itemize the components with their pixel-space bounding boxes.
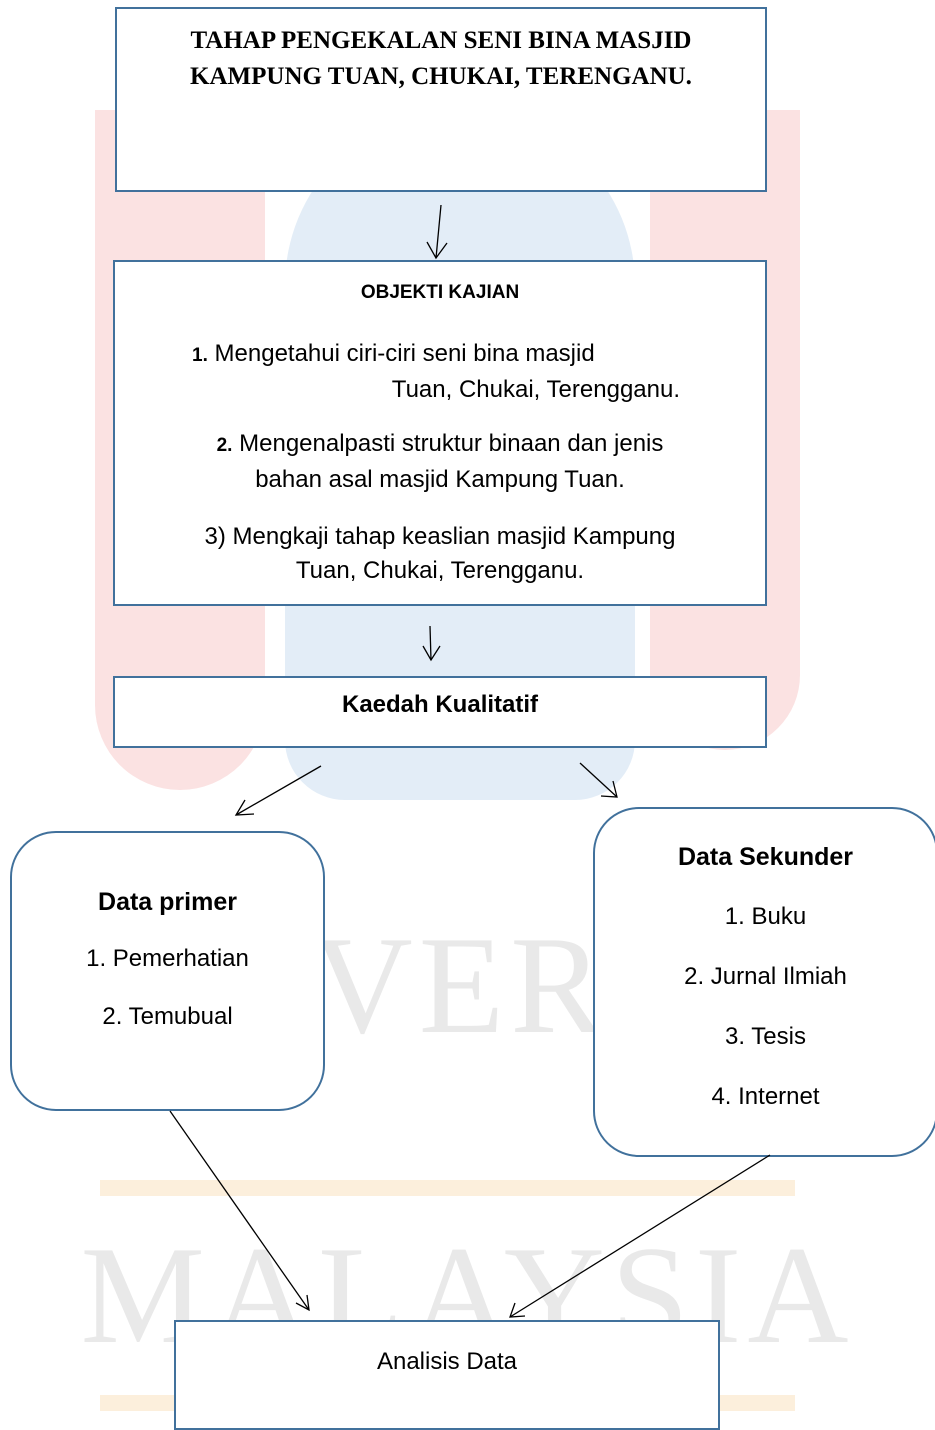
secondary-data-item-3: 3. Tesis [725, 1023, 806, 1050]
primary-data-item-2: 2. Temubual [102, 1003, 233, 1030]
objective-1-number: 1. [192, 345, 208, 366]
secondary-data-item-4: 4. Internet [711, 1083, 820, 1110]
title-text: TAHAP PENGEKALAN SENI BINA MASJID KAMPUN… [190, 27, 692, 90]
analysis-label: Analisis Data [376, 1348, 518, 1375]
objective-item-1: 1. Mengetahui ciri-ciri seni bina masjid… [115, 337, 765, 407]
objective-3-line2: Tuan, Chukai, Terengganu. [295, 557, 585, 584]
objective-2-line1: 2. Mengenalpasti struktur binaan dan jen… [115, 427, 765, 463]
secondary-data-heading: Data Sekunder [677, 843, 854, 871]
title-box: TAHAP PENGEKALAN SENI BINA MASJID KAMPUN… [115, 7, 767, 192]
objectives-box: OBJEKTI KAJIAN 1. Mengetahui ciri-ciri s… [113, 260, 767, 606]
secondary-data-item-2: 2. Jurnal Ilmiah [684, 963, 847, 990]
arrow-primary-to-analysis [169, 1110, 310, 1312]
secondary-data-item-1: 1. Buku [724, 903, 807, 930]
primary-data-heading: Data primer [98, 888, 237, 916]
primary-data-box: Data primer 1. Pemerhatian 2. Temubual [10, 831, 325, 1111]
objective-2-number: 2. [216, 435, 233, 456]
objective-2-text: Mengenalpasti struktur binaan dan jenis [239, 430, 664, 457]
objective-item-3: 3) Mengkaji tahap keaslian masjid Kampun… [115, 520, 765, 588]
objective-item-2: 2. Mengenalpasti struktur binaan dan jen… [115, 427, 765, 497]
method-label: Kaedah Kualitatif [341, 691, 539, 718]
objective-1-text: Mengetahui ciri-ciri seni bina masjid [214, 340, 595, 367]
secondary-data-box: Data Sekunder 1. Buku 2. Jurnal Ilmiah 3… [593, 807, 935, 1157]
analysis-box: Analisis Data [174, 1320, 720, 1430]
objective-1-line2: Tuan, Chukai, Terengganu. [391, 376, 680, 403]
objective-2-line2: bahan asal masjid Kampung Tuan. [255, 466, 625, 493]
method-box: Kaedah Kualitatif [113, 676, 767, 748]
objective-1-line1: 1. Mengetahui ciri-ciri seni bina masjid [192, 337, 765, 373]
arrow-objectives-to-method [422, 625, 441, 662]
objective-3-line1: 3) Mengkaji tahap keaslian masjid Kampun… [204, 523, 676, 550]
primary-data-item-1: 1. Pemerhatian [86, 945, 249, 972]
arrow-method-to-primary [234, 765, 322, 816]
arrow-title-to-objectives [426, 204, 448, 260]
objectives-heading: OBJEKTI KAJIAN [360, 282, 520, 303]
arrow-secondary-to-analysis [509, 1154, 771, 1318]
arrow-method-to-secondary [579, 762, 618, 798]
watermark-band-top [100, 1180, 795, 1196]
